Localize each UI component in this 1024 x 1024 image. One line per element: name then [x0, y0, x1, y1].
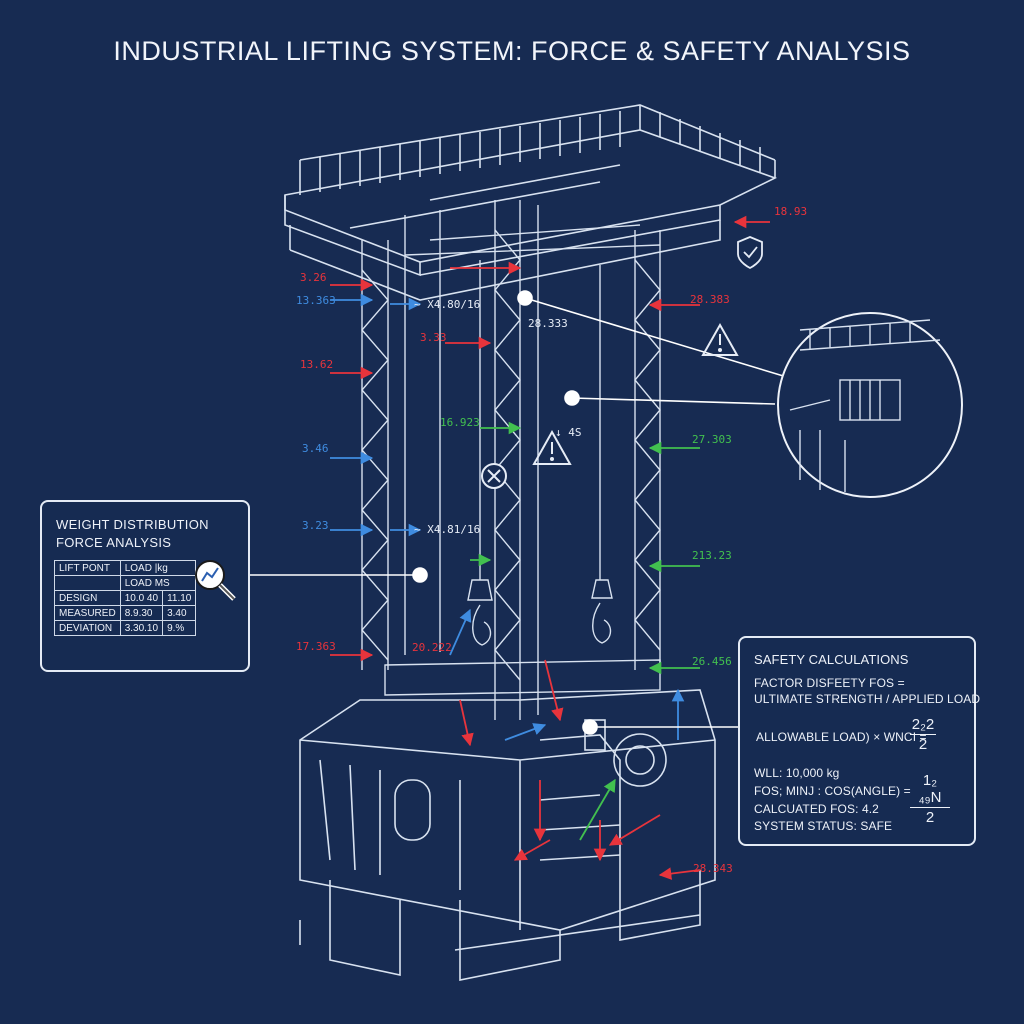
weight-distribution-panel: WEIGHT DISTRIBUTION FORCE ANALYSIS LIFT …	[40, 500, 250, 672]
table-header-cell: LIFT PONT	[54, 560, 121, 576]
force-label: 3.46	[302, 442, 329, 455]
table-row: DESIGN 10.0 40 11.10	[54, 590, 197, 606]
safety-calculations-panel: SAFETY CALCULATIONS FACTOR DISFEETY FOS …	[738, 636, 980, 846]
force-label: 213.23	[692, 549, 732, 562]
close-icon	[481, 463, 507, 489]
table-cell: MEASURED	[54, 605, 121, 621]
warning-icon	[532, 322, 739, 465]
hooks	[467, 260, 613, 646]
base-machinery	[299, 689, 716, 981]
table-row: MEASURED 8.9.30 3.40	[54, 605, 197, 621]
force-label: 28.333	[528, 317, 568, 330]
force-label: 26.456	[692, 655, 732, 668]
zoom-detail-icon	[777, 312, 963, 498]
fraction-numerator: 1₂ ₄₉N	[918, 772, 942, 806]
force-label: 18.93	[774, 205, 808, 218]
table-header-row: LOAD MS	[54, 575, 197, 591]
table-cell: 3.40	[162, 605, 197, 621]
fraction-denominator: 2	[918, 736, 928, 753]
force-label: ~ X4.81/16	[414, 523, 481, 536]
table-header-cell: LOAD MS	[119, 575, 197, 591]
weight-table: LIFT PONT LOAD |kg LOAD MS DESIGN 10.0 4…	[54, 560, 197, 636]
force-label: 3.23	[302, 519, 329, 532]
shield-check-icon	[737, 236, 763, 270]
formula-line: ALLOWABLE LOAD) × WNCI =	[756, 730, 927, 744]
table-cell: 11.10	[162, 590, 197, 606]
force-label: 17.363	[296, 640, 336, 653]
force-label: 28.343	[693, 862, 733, 875]
status-line: SYSTEM STATUS: SAFE	[754, 819, 893, 833]
table-header-row: LIFT PONT LOAD |kg	[54, 560, 197, 576]
panel-subheading: FORCE ANALYSIS	[56, 535, 172, 550]
table-header-cell	[54, 575, 121, 591]
table-row: DEVIATION 3.30.10 9.%	[54, 620, 197, 636]
panel-heading: SAFETY CALCULATIONS	[754, 652, 909, 667]
page-title: INDUSTRIAL LIFTING SYSTEM: FORCE & SAFET…	[113, 36, 911, 66]
formula-line: FOS; MINJ : COS(ANGLE) =	[754, 784, 911, 798]
force-label: 27.303	[692, 433, 732, 446]
fraction: 1₂ ₄₉N 2	[910, 772, 950, 826]
top-gantry	[284, 104, 778, 301]
table-header-cell: LOAD |kg	[119, 560, 197, 576]
force-label: 13.363	[296, 294, 336, 307]
magnifier-chart-icon	[195, 560, 236, 601]
force-label: ~ X4.80/16	[414, 298, 481, 311]
force-label: 16.923	[440, 416, 480, 429]
force-arrows	[330, 215, 770, 880]
panel-heading: WEIGHT DISTRIBUTION	[56, 517, 209, 532]
force-label: 3.33	[420, 331, 447, 344]
support-columns	[361, 200, 661, 720]
table-cell: DEVIATION	[54, 620, 121, 636]
callout-lines	[248, 290, 791, 735]
fraction-denominator: 2	[925, 809, 935, 826]
force-label: 13.62	[300, 358, 334, 371]
table-cell: 8.9.30	[119, 605, 164, 621]
table-cell: 10.0 40	[119, 590, 164, 606]
force-label: ↓ 4S	[555, 426, 582, 439]
force-label: 20.222	[412, 641, 452, 654]
formula-line: FACTOR DISFEETY FOS =	[754, 676, 905, 690]
formula-line: ULTIMATE STRENGTH / APPLIED LOAD	[754, 692, 981, 706]
table-cell: 9.%	[162, 620, 197, 636]
table-cell: DESIGN	[54, 590, 121, 606]
fraction-numerator: 2₂2	[911, 716, 935, 733]
formula-line: CALCUATED FOS: 4.2	[754, 802, 879, 816]
force-label: 3.26	[300, 271, 327, 284]
formula-line: WLL: 10,000 kg	[754, 766, 840, 780]
force-label: 28.383	[690, 293, 730, 306]
fraction: 2₂2 2	[910, 716, 936, 753]
table-cell: 3.30.10	[119, 620, 164, 636]
